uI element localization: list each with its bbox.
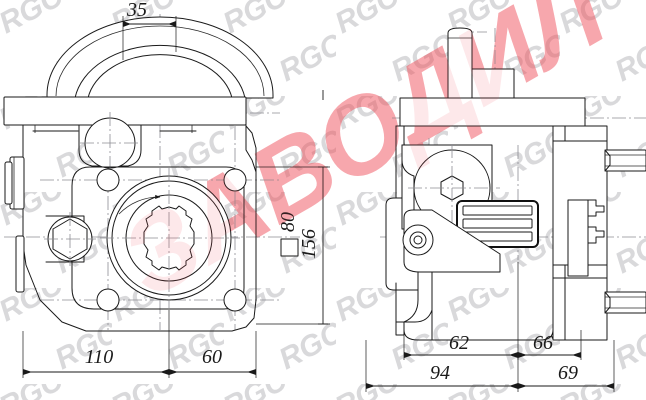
output-spline-upper [585,199,605,217]
left-lower-rib [15,235,25,293]
bolt-hole-bottom-right [223,288,247,312]
dim-60-tick-right [247,369,256,375]
louver-plate [456,200,539,248]
dim-110-label: 110 [85,346,114,368]
arch-inner-2 [87,54,233,99]
side-right-column [552,125,608,341]
pump-body-outline [22,124,257,332]
stud-upper-body [604,149,646,172]
output-hub [567,199,589,277]
side-flange-plate [399,97,586,127]
skirt-bottom [403,299,554,341]
dim-69-label: 69 [558,362,578,384]
arch-inner-guide [55,25,265,97]
side-top-flange [399,97,586,127]
hex-boss-inner-fillet [401,144,415,230]
flange-plate [3,96,247,126]
output-spline-lower [585,226,605,244]
dim-69-tick-right [605,383,614,389]
dim-110-tick-left [23,369,32,375]
top-mounting-flange [3,96,247,133]
dim-94-tick-right [509,383,518,389]
upper-arch-housing [46,16,274,99]
dim-35-tick-left [123,21,131,27]
body-profile [22,124,257,332]
louver-slot-1 [462,205,533,216]
dim-62-tick-left [404,352,413,358]
left-port-flange [4,156,25,293]
inlet-nozzle [447,27,473,99]
front-view-group [3,14,300,332]
dim-62-tick-right [509,352,518,358]
dim-66-tick-left [518,352,527,358]
dim-110-tick-right [160,369,169,375]
nozzle-body [447,27,473,99]
side-view-dimensions: 62 66 94 69 [365,262,615,392]
dim-35-label: 35 [126,0,147,21]
mounting-bolt-holes [96,168,247,312]
eyelet-inner [413,235,423,245]
eyelet-bushing [402,209,501,273]
hex-plug-boss [44,212,96,266]
front-view-dimensions: 35 156 80 [22,0,330,378]
rotation-arrow [118,194,161,215]
dim-35: 35 [122,0,177,60]
dim-60-tick-left [169,369,178,375]
stud-lower-chamfer [604,291,611,314]
stud-upper-chamfer [604,149,611,172]
dim-94-label: 94 [430,362,450,384]
dim-62-label: 62 [449,332,469,354]
dim-156-label: 156 [298,229,320,259]
dim-94-tick-left [366,383,375,389]
dim-94-69: 94 69 [365,340,615,392]
dim-60-label: 60 [202,346,222,368]
dim-66-label: 66 [533,332,553,354]
side-view-group [322,27,646,341]
upper-boss [78,112,161,176]
body-right-shoulder [245,124,257,173]
dim-35-tick-right [168,21,176,27]
bolt-hole-top-left [96,168,120,192]
stud-lower-body [604,291,646,314]
dim-62-66: 62 66 [403,262,582,360]
dim-110-60: 110 60 [22,310,257,378]
dim-80-label: 80 [277,212,299,232]
dim-square-80: 80 [277,212,299,257]
dim-69-tick-left [518,383,527,389]
arch-inner-1 [74,44,246,99]
square-symbol-80 [280,238,299,257]
threaded-studs [604,149,646,314]
dim-66-tick-right [572,352,581,358]
splined-shaft-assembly [100,168,240,308]
eyelet-arm [403,209,501,273]
side-lower-skirt [395,271,554,341]
louver-slot-2 [462,218,533,229]
bolt-hole-top-right [223,168,247,192]
left-port-lip [4,161,13,205]
bolt-hole-bottom-left [96,288,120,312]
dim-156: 156 [256,166,330,325]
